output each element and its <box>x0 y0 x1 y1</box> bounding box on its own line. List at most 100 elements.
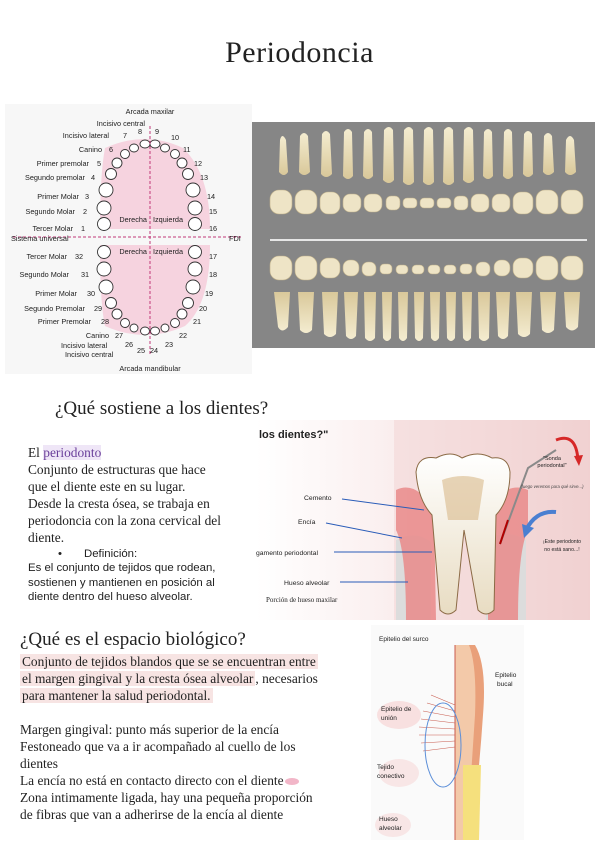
tooth-number: 4 <box>91 173 95 182</box>
quadrant-upper-left: Izquierda <box>153 215 184 224</box>
tooth-number: 32 <box>75 252 83 261</box>
fdi-label: FDI <box>229 234 241 243</box>
body-line: La encía no está en contacto directo con… <box>20 773 284 788</box>
body-line: Margen gingival: punto más superior de l… <box>20 722 279 737</box>
section1-intro: El periodonto <box>28 444 102 461</box>
tooth-number: 2 <box>83 207 87 216</box>
section2-highlight-block: Conjunto de tejidos blandos que se se en… <box>20 653 370 704</box>
lower-label: Tercer Molar <box>26 252 67 261</box>
tooth-number: 23 <box>165 340 173 349</box>
teeth-photo <box>252 122 595 348</box>
tooth-number: 7 <box>123 131 127 140</box>
body-line: Zona intimamente ligada, hay una pequeña… <box>20 790 313 805</box>
upper-label: Segundo premolar <box>25 173 86 182</box>
body-line: Festoneado que va a ir acompañado al cue… <box>20 739 296 754</box>
tooth-number: 8 <box>138 127 142 136</box>
body-line: dientes <box>20 756 58 771</box>
section2-body: Margen gingival: punto más superior de l… <box>20 721 370 823</box>
sistema-universal-label: Sistema universal <box>11 234 69 243</box>
sonda-label-line: "Sonda <box>543 456 562 462</box>
tooth-number: 31 <box>81 270 89 279</box>
arcada-mandibular-label: Arcada mandibular <box>119 364 181 373</box>
bullet-dot: • <box>58 548 62 560</box>
section1-heading: ¿Qué sostiene a los dientes? <box>55 398 269 419</box>
section2-heading: ¿Qué es el espacio biológico? <box>20 629 246 650</box>
periodontium-figure: los dientes?" Cemento Encía gamento peri… <box>256 420 590 620</box>
quadrant-lower-left: Izquierda <box>153 247 184 256</box>
upper-label: Primer premolar <box>37 159 90 168</box>
tooth-number: 5 <box>97 159 101 168</box>
paragraph-line: Conjunto de estructuras que hace <box>28 462 206 477</box>
highlight-line: para mantener la salud periodontal. <box>20 688 213 703</box>
label-encia: Encía <box>298 519 316 526</box>
highlight-line: el margen gingival y la cresta ósea alve… <box>20 671 256 686</box>
label-hueso-alveolar: Hueso alveolar <box>284 580 330 587</box>
dental-chart-figure: Arcada maxilar Arcada mandibular Sistema… <box>5 104 252 374</box>
fig4-label: Epitelio <box>495 672 517 679</box>
figure3-heading: los dientes?" <box>259 429 328 441</box>
upper-label: Incisivo lateral <box>63 131 110 140</box>
line2-rest: , necesarios <box>255 671 318 686</box>
tooth-number: 25 <box>137 346 145 355</box>
tooth-number: 30 <box>87 289 95 298</box>
fig4-label: Epitelio del surco <box>379 636 429 643</box>
fig4-label: bucal <box>497 681 513 688</box>
sonda-note: (luego veremos para qué sirve...) <box>520 484 584 489</box>
tooth-number: 9 <box>155 127 159 136</box>
tooth-number: 18 <box>209 270 217 279</box>
tooth-number: 19 <box>205 289 213 298</box>
lower-label: Incisivo lateral <box>61 341 108 350</box>
paragraph-line: que el diente este en su lugar. <box>28 479 186 494</box>
bullet-label: Definición: <box>84 548 138 560</box>
definition-line: diente dentro del hueso alveolar. <box>28 591 193 604</box>
intro-prefix: El <box>28 445 44 460</box>
unhealthy-note-line: no está sano...! <box>544 547 579 553</box>
tooth-number: 24 <box>150 346 158 355</box>
tooth-number: 22 <box>179 331 187 340</box>
paragraph-line: diente. <box>28 530 65 545</box>
tooth-number: 27 <box>115 331 123 340</box>
quadrant-upper-right: Derecha <box>119 215 148 224</box>
lower-label: Incisivo central <box>65 350 114 359</box>
definition-line: Es el conjunto de tejidos que rodean, <box>28 562 216 574</box>
tooth-number: 17 <box>209 252 217 261</box>
periodonto-highlight: periodonto <box>43 445 102 460</box>
tooth-number: 21 <box>193 317 201 326</box>
fig4-label: Hueso <box>379 816 398 823</box>
tooth-number: 3 <box>85 192 89 201</box>
paragraph-line: periodoncia con la zona cervical del <box>28 513 221 528</box>
tooth-number: 12 <box>194 159 202 168</box>
highlight-line: Conjunto de tejidos blandos que se se en… <box>20 654 318 669</box>
lower-label: Primer Premolar <box>38 317 92 326</box>
fig4-label: alveolar <box>379 825 403 832</box>
tooth-number: 16 <box>209 224 217 233</box>
tooth-number: 14 <box>207 192 215 201</box>
upper-label: Primer Molar <box>37 192 79 201</box>
label-cemento: Cemento <box>304 495 332 502</box>
definition-line: sostienen y mantienen en posición al <box>28 576 215 589</box>
arcada-maxilar-label: Arcada maxilar <box>126 107 175 116</box>
lower-label: Segundo Premolar <box>24 304 85 313</box>
sonda-label-line: periodontal" <box>537 463 566 469</box>
tooth-number: 13 <box>200 173 208 182</box>
unhealthy-note-line: ¡Este periodonto <box>543 539 581 545</box>
upper-label: Incisivo central <box>97 119 146 128</box>
upper-label: Canino <box>79 145 102 154</box>
tooth-number: 1 <box>81 224 85 233</box>
quadrant-lower-right: Derecha <box>119 247 148 256</box>
fig4-label: Tejido <box>377 764 394 771</box>
lower-label: Canino <box>86 331 109 340</box>
tooth-number: 6 <box>109 145 113 154</box>
pink-mark <box>284 778 299 785</box>
fig4-label: Epitelio de <box>381 706 412 713</box>
paragraph-line: Desde la cresta ósea, se trabaja en <box>28 496 210 511</box>
label-ligamento: gamento periodontal <box>256 550 318 557</box>
page-title: Periodoncia <box>225 36 374 69</box>
tooth-number: 15 <box>209 207 217 216</box>
tooth-number: 10 <box>171 133 179 142</box>
tooth-number: 11 <box>183 145 191 154</box>
fig4-label: conectivo <box>377 773 405 780</box>
figure3-caption: Porción de hueso maxilar <box>266 596 338 604</box>
fig4-label: unión <box>381 715 397 722</box>
definition-text: Es el conjunto de tejidos que rodean, so… <box>28 561 215 605</box>
